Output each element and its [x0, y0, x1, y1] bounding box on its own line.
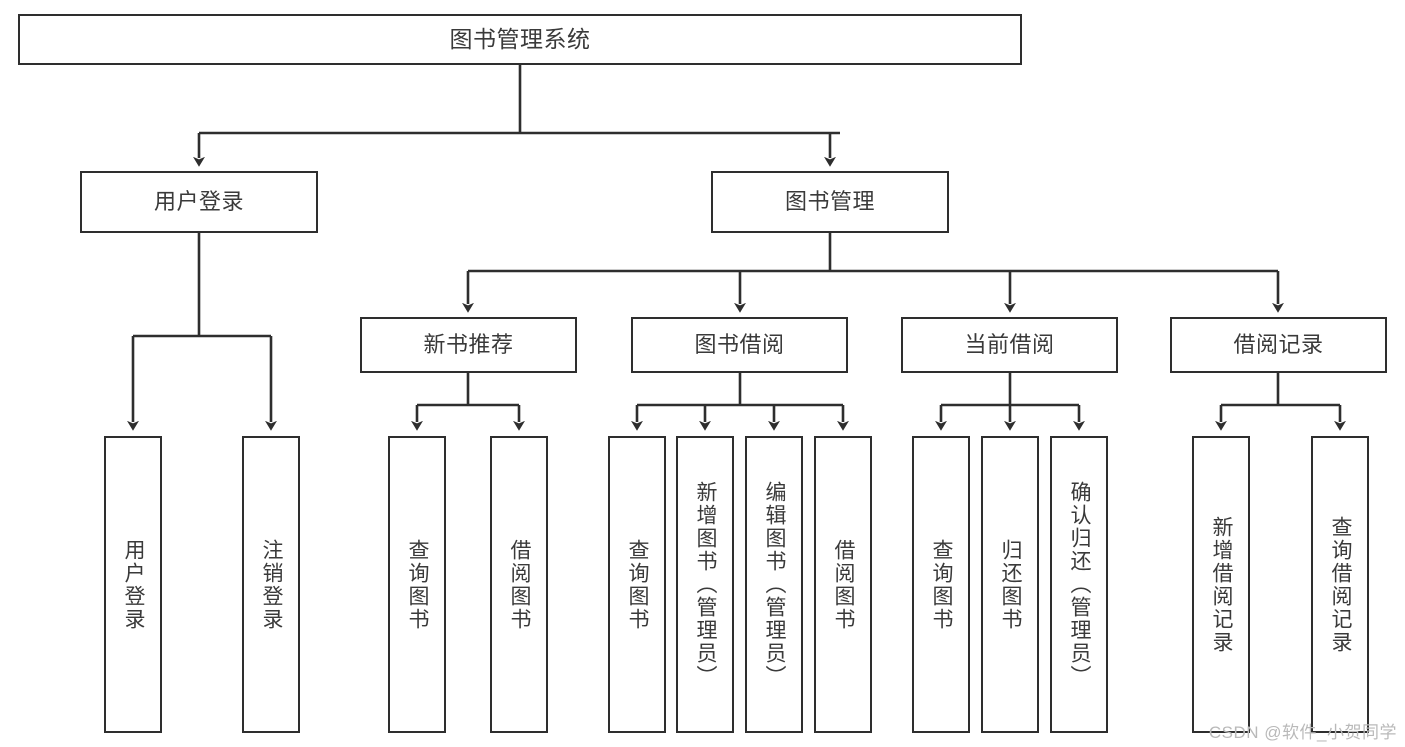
leaf-query-books-current[interactable]: 查询图书	[912, 436, 970, 733]
leaf-confirm-return-admin[interactable]: 确认归还（管理员）	[1050, 436, 1108, 733]
node-label: 用户登录	[122, 538, 146, 631]
leaf-add-book-admin[interactable]: 新增图书（管理员）	[676, 436, 734, 733]
node-label: 确认归还（管理员）	[1068, 481, 1092, 688]
leaf-return-books[interactable]: 归还图书	[981, 436, 1039, 733]
node-label: 图书借阅	[694, 332, 785, 358]
leaf-edit-book-admin[interactable]: 编辑图书（管理员）	[745, 436, 803, 733]
node-label: 借阅图书	[832, 538, 856, 631]
leaf-query-borrow-record[interactable]: 查询借阅记录	[1311, 436, 1369, 733]
leaf-user-login[interactable]: 用户登录	[104, 436, 162, 733]
node-label: 查询图书	[406, 538, 430, 631]
leaf-logout[interactable]: 注销登录	[242, 436, 300, 733]
watermark: CSDN @软件_小贺同学	[1208, 723, 1397, 742]
node-label: 新增借阅记录	[1210, 515, 1234, 654]
node-book-borrowing[interactable]: 图书借阅	[631, 317, 848, 373]
node-label: 图书管理系统	[449, 25, 591, 52]
node-label: 注销登录	[260, 538, 284, 631]
node-label: 编辑图书（管理员）	[763, 481, 787, 688]
node-label: 当前借阅	[964, 332, 1055, 358]
leaf-borrow-books-recommendation[interactable]: 借阅图书	[490, 436, 548, 733]
node-root-book-management-system[interactable]: 图书管理系统	[18, 14, 1022, 65]
node-borrow-records[interactable]: 借阅记录	[1170, 317, 1387, 373]
node-label: 借阅记录	[1233, 332, 1324, 358]
node-label: 查询图书	[626, 538, 650, 631]
node-label: 新增图书（管理员）	[694, 481, 718, 688]
leaf-borrow-books-borrowing[interactable]: 借阅图书	[814, 436, 872, 733]
node-label: 归还图书	[999, 538, 1023, 631]
node-label: 查询借阅记录	[1329, 515, 1353, 654]
leaf-query-books-recommendation[interactable]: 查询图书	[388, 436, 446, 733]
node-new-book-recommendation[interactable]: 新书推荐	[360, 317, 577, 373]
node-label: 借阅图书	[508, 538, 532, 631]
node-label: 图书管理	[784, 189, 875, 215]
node-current-borrowing[interactable]: 当前借阅	[901, 317, 1118, 373]
node-user-login[interactable]: 用户登录	[80, 171, 318, 233]
node-label: 查询图书	[930, 538, 954, 631]
node-label: 新书推荐	[423, 332, 514, 358]
node-book-management[interactable]: 图书管理	[711, 171, 949, 233]
leaf-add-borrow-record[interactable]: 新增借阅记录	[1192, 436, 1250, 733]
leaf-query-books-borrowing[interactable]: 查询图书	[608, 436, 666, 733]
node-label: 用户登录	[153, 189, 244, 215]
